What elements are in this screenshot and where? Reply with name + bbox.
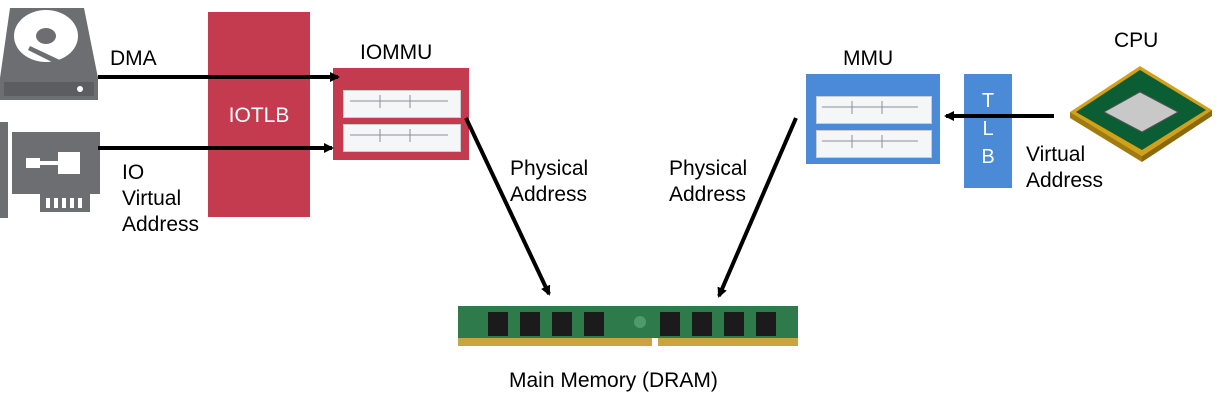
iommu-label: IOMMU bbox=[360, 41, 433, 64]
physical-address-left-line-1: Physical bbox=[510, 157, 589, 180]
physical-address-right-label: Physical Address bbox=[669, 156, 747, 208]
tlb-letter-l: L bbox=[982, 118, 994, 140]
physical-address-left-label: Physical Address bbox=[510, 156, 588, 208]
mmu-page-table-2 bbox=[816, 130, 932, 158]
virtual-address-line-1: Virtual bbox=[1026, 143, 1086, 166]
main-memory-label: Main Memory (DRAM) bbox=[509, 369, 718, 392]
virtual-address-label: Virtual Address bbox=[1026, 142, 1103, 194]
dma-label: DMA bbox=[110, 47, 157, 70]
virtual-address-line-2: Address bbox=[1026, 169, 1104, 192]
io-virtual-line-1: IO bbox=[122, 161, 145, 184]
iommu-block bbox=[333, 68, 469, 160]
physical-address-right-line-2: Address bbox=[669, 183, 747, 206]
io-virtual-line-2: Virtual bbox=[122, 187, 182, 210]
io-virtual-address-label: IO Virtual Address bbox=[122, 160, 199, 238]
iommu-page-table-1 bbox=[343, 90, 461, 118]
iotlb-block: IOTLB bbox=[208, 12, 310, 217]
tlb-letter-t: T bbox=[981, 90, 995, 112]
physical-address-left-line-2: Address bbox=[510, 183, 588, 206]
mmu-label: MMU bbox=[843, 47, 894, 70]
mmu-page-table-1 bbox=[816, 96, 932, 124]
cpu-label: CPU bbox=[1114, 29, 1159, 52]
iotlb-label: IOTLB bbox=[228, 104, 290, 127]
mmu-block bbox=[806, 74, 940, 164]
tlb-letter-b: B bbox=[981, 146, 995, 168]
iommu-page-table-2 bbox=[343, 124, 461, 152]
tlb-block: T L B bbox=[964, 74, 1012, 188]
io-virtual-line-3: Address bbox=[122, 213, 200, 236]
physical-address-right-line-1: Physical bbox=[669, 157, 748, 180]
